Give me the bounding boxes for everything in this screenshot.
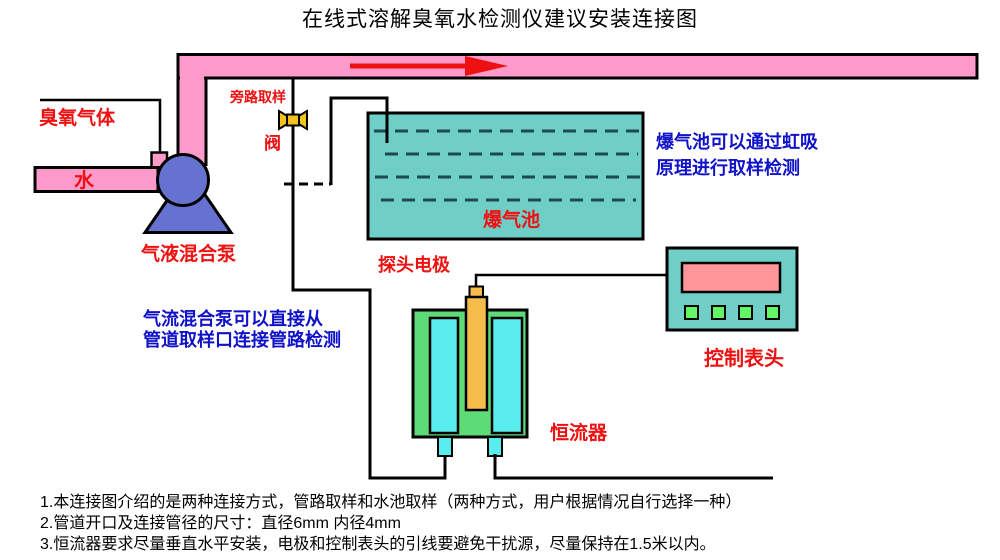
drain-line [493,454,773,480]
label-bypass-sampling: 旁路取样 [230,89,286,105]
label-constant-flow-cell: 恒流器 [550,423,608,444]
pipe-junction-patch [180,56,204,81]
panel-button [684,305,699,320]
panel-button [738,305,753,320]
tank-water-lines [374,129,641,202]
probe-electrode [464,285,489,412]
footnote-3: 3.恒流器要求尽量垂直水平安装，电极和控制表头的引线要避免干扰源，尽量保持在1.… [40,536,716,553]
footnotes: 1.本连接图介绍的是两种连接方式，管路取样和水池取样（两种方式，用户根据情况自行… [40,492,741,555]
panel-display [680,261,782,294]
water-pipe [33,166,160,193]
note-tank-method: 爆气池可以通过虹吸 原理进行取样检测 [656,132,818,178]
ozone-inlet-line [40,98,162,153]
label-control-meter: 控制表头 [704,348,784,370]
footnote-2: 2.管道开口及连接管径的尺寸：直径6mm 内径4mm [40,515,401,532]
control-meter [665,246,799,332]
flow-cell-chamber-left [428,316,460,435]
label-probe-electrode: 探头电极 [378,255,450,275]
label-aeration-tank: 爆气池 [483,210,541,231]
panel-button [765,305,780,320]
label-valve: 阀 [264,134,281,153]
flow-cell-chamber-right [490,316,524,435]
flow-arrow-icon [350,56,508,76]
panel-button [711,305,726,320]
label-ozone-gas: 臭氧气体 [39,108,116,129]
signal-wire [474,273,667,288]
note-pipe-method: 气流混合泵可以直接从 管道取样口连接管路检测 [143,309,341,350]
bypass-line [291,79,447,480]
label-water: 水 [74,170,94,192]
outlet-tube-right [487,436,503,457]
pump-icon [142,153,234,234]
outlet-tube-left [437,436,453,457]
label-pump: 气液混合泵 [141,244,237,265]
top-pipe [176,53,979,80]
page-title: 在线式溶解臭氧水检测仪建议安装连接图 [302,8,698,31]
tank-sample-tube [329,96,389,185]
footnote-1: 1.本连接图介绍的是两种连接方式，管路取样和水池取样（两种方式，用户根据情况自行… [40,494,742,511]
valve-icon [278,109,308,131]
